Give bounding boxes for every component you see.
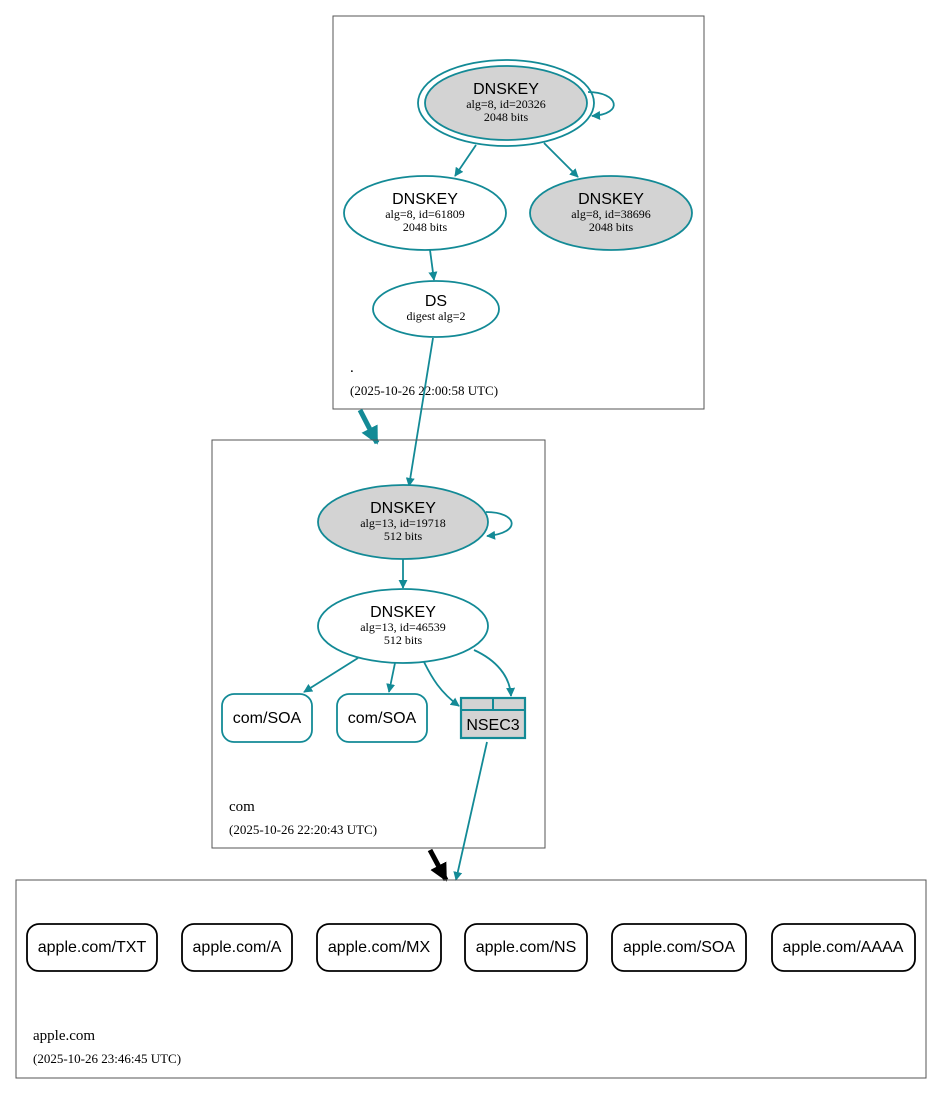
root-key3-detail: alg=8, id=38696 (571, 207, 651, 221)
root-ds-title: DS (425, 293, 447, 310)
apple-record-label: apple.com/TXT (38, 939, 147, 956)
apple-record-label: apple.com/MX (328, 939, 431, 956)
com-ksk-node[interactable]: DNSKEY alg=13, id=19718 512 bits (317, 484, 489, 560)
apple-record-mx[interactable]: apple.com/MX (316, 923, 442, 972)
delegation-com-to-apple (427, 848, 449, 882)
apple-record-label: apple.com/AAAA (783, 939, 904, 956)
com-ksk-self-loop (485, 511, 513, 540)
root-zsk-size: 2048 bits (403, 220, 448, 234)
apple-record-label: apple.com/SOA (623, 939, 735, 956)
edge-com-zsk-to-nsec3-a (423, 661, 460, 707)
com-soa-label-2: com/SOA (348, 710, 417, 727)
apple-record-soa[interactable]: apple.com/SOA (611, 923, 747, 972)
edge-root-ksk-to-key3 (543, 142, 579, 178)
com-zsk-node[interactable]: DNSKEY alg=13, id=46539 512 bits (317, 588, 489, 664)
com-ksk-detail: alg=13, id=19718 (360, 516, 446, 530)
root-ksk-detail: alg=8, id=20326 (466, 97, 546, 111)
com-ksk-size: 512 bits (384, 529, 423, 543)
zone-root-box (332, 15, 705, 410)
root-zone-name: . (350, 360, 354, 376)
edge-root-zsk-to-ds (428, 249, 438, 281)
apple-zone-name: apple.com (33, 1028, 95, 1044)
root-ds-detail: digest alg=2 (406, 309, 465, 323)
apple-record-a[interactable]: apple.com/A (181, 923, 293, 972)
root-ksk-title: DNSKEY (473, 81, 539, 98)
apple-record-aaaa[interactable]: apple.com/AAAA (771, 923, 916, 972)
zone-apple-box (15, 879, 927, 1079)
com-soa-node-2[interactable]: com/SOA (336, 693, 428, 743)
root-key3-size: 2048 bits (589, 220, 634, 234)
edge-ds-to-com-ksk (405, 337, 434, 487)
root-ds-node[interactable]: DS digest alg=2 (372, 280, 500, 338)
root-zsk-detail: alg=8, id=61809 (385, 207, 465, 221)
edge-com-zsk-to-soa1 (303, 657, 359, 693)
com-nsec3-node[interactable]: NSEC3 (459, 696, 527, 740)
root-ksk-size: 2048 bits (484, 110, 529, 124)
com-zone-timestamp: (2025-10-26 22:20:43 UTC) (229, 822, 377, 837)
delegation-root-to-com (357, 408, 380, 445)
com-zsk-size: 512 bits (384, 633, 423, 647)
root-key3-node[interactable]: DNSKEY alg=8, id=38696 2048 bits (529, 175, 693, 251)
edge-nsec3-to-apple (453, 741, 488, 881)
root-zsk-node[interactable]: DNSKEY alg=8, id=61809 2048 bits (343, 175, 507, 251)
root-ksk-node[interactable]: DNSKEY alg=8, id=20326 2048 bits (417, 59, 595, 147)
apple-record-ns[interactable]: apple.com/NS (464, 923, 588, 972)
root-key3-title: DNSKEY (578, 191, 644, 208)
com-zsk-title: DNSKEY (370, 604, 436, 621)
com-soa-node-1[interactable]: com/SOA (221, 693, 313, 743)
edge-root-ksk-to-zsk (454, 144, 477, 177)
com-nsec3-label: NSEC3 (466, 717, 519, 734)
com-ksk-title: DNSKEY (370, 500, 436, 517)
apple-record-label: apple.com/A (193, 939, 282, 956)
root-ksk-self-loop (587, 91, 615, 120)
edge-com-zsk-to-nsec3-b (473, 649, 516, 697)
root-zsk-title: DNSKEY (392, 191, 458, 208)
apple-record-txt[interactable]: apple.com/TXT (26, 923, 158, 972)
com-zsk-detail: alg=13, id=46539 (360, 620, 446, 634)
zone-com-box (211, 439, 546, 849)
zone-apple: apple.com/TXT apple.com/A apple.com/MX a… (15, 879, 927, 1079)
edge-com-zsk-to-soa2 (386, 662, 396, 693)
zone-com: DNSKEY alg=13, id=19718 512 bits DNSKEY … (211, 439, 546, 849)
com-zone-name: com (229, 799, 255, 815)
apple-zone-timestamp: (2025-10-26 23:46:45 UTC) (33, 1051, 181, 1066)
zone-root: DNSKEY alg=8, id=20326 2048 bits DNSKEY … (332, 15, 705, 410)
com-soa-label-1: com/SOA (233, 710, 302, 727)
apple-record-label: apple.com/NS (476, 939, 577, 956)
